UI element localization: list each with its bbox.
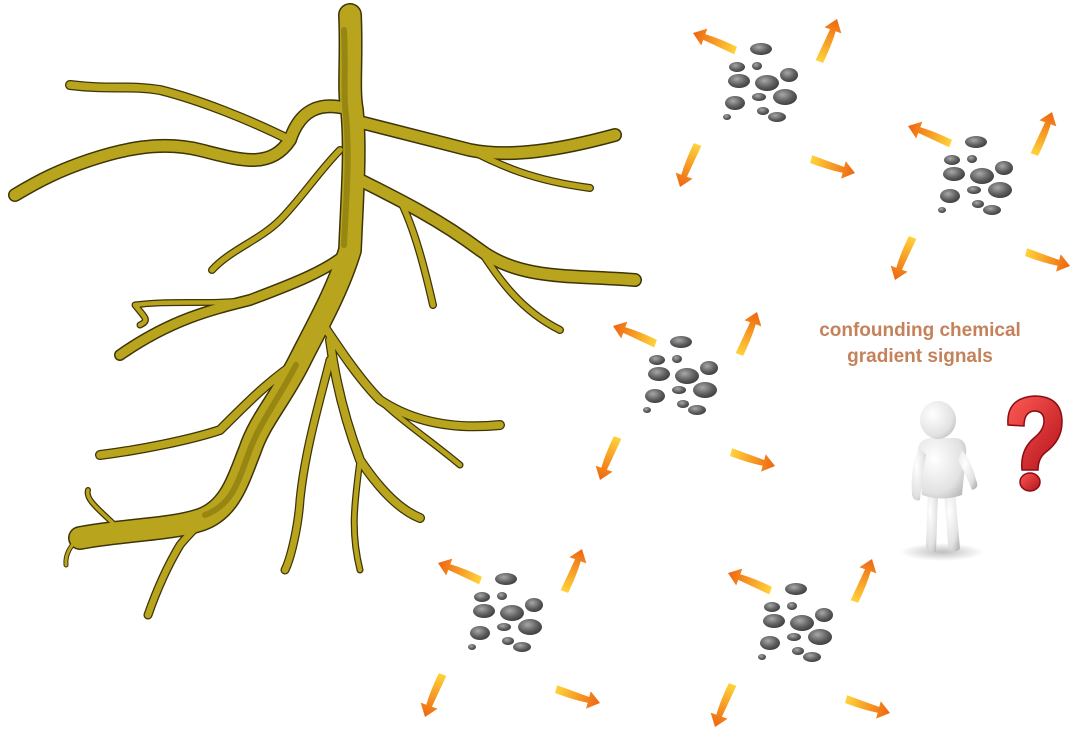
cluster-4 bbox=[417, 546, 603, 720]
question-mark-icon bbox=[1008, 396, 1062, 491]
diffusion-arrow-icon bbox=[725, 565, 774, 598]
diffusion-arrow-icon bbox=[690, 25, 739, 58]
diffusion-arrow-icon bbox=[553, 682, 602, 711]
diffusion-arrow-icon bbox=[1028, 109, 1061, 158]
root-system-icon bbox=[15, 15, 635, 615]
diffusion-arrow-icon bbox=[558, 546, 591, 595]
diffusion-arrow-icon bbox=[610, 318, 659, 351]
diffusion-arrow-icon bbox=[843, 692, 892, 721]
particle-cluster-icon bbox=[758, 583, 833, 662]
caption-label: confounding chemical gradient signals bbox=[790, 318, 1050, 370]
diffusion-arrow-icon bbox=[848, 556, 881, 605]
diffusion-arrow-icon bbox=[1023, 245, 1072, 274]
diffusion-arrow-icon bbox=[592, 434, 625, 483]
diffusion-arrow-icon bbox=[707, 681, 740, 730]
cluster-3 bbox=[592, 309, 778, 483]
caption-line-2: gradient signals bbox=[790, 344, 1050, 370]
diffusion-arrow-icon bbox=[672, 141, 705, 190]
diffusion-arrow-icon bbox=[813, 16, 846, 65]
diffusion-arrow-icon bbox=[887, 234, 920, 283]
particle-cluster-icon bbox=[938, 136, 1013, 215]
particle-cluster-icon bbox=[468, 573, 543, 652]
particle-cluster-icon bbox=[723, 43, 798, 122]
particle-cluster-icon bbox=[643, 336, 718, 415]
caption-line-1: confounding chemical bbox=[790, 318, 1050, 344]
thinking-person-icon bbox=[900, 401, 984, 561]
cluster-1 bbox=[672, 16, 858, 190]
cluster-5 bbox=[707, 556, 893, 730]
diffusion-arrow-icon bbox=[808, 152, 857, 181]
diffusion-arrow-icon bbox=[417, 671, 450, 720]
diffusion-arrow-icon bbox=[435, 555, 484, 588]
diffusion-arrow-icon bbox=[905, 118, 954, 151]
cluster-2 bbox=[887, 109, 1073, 283]
diffusion-arrow-icon bbox=[728, 445, 777, 474]
diffusion-arrow-icon bbox=[733, 309, 766, 358]
